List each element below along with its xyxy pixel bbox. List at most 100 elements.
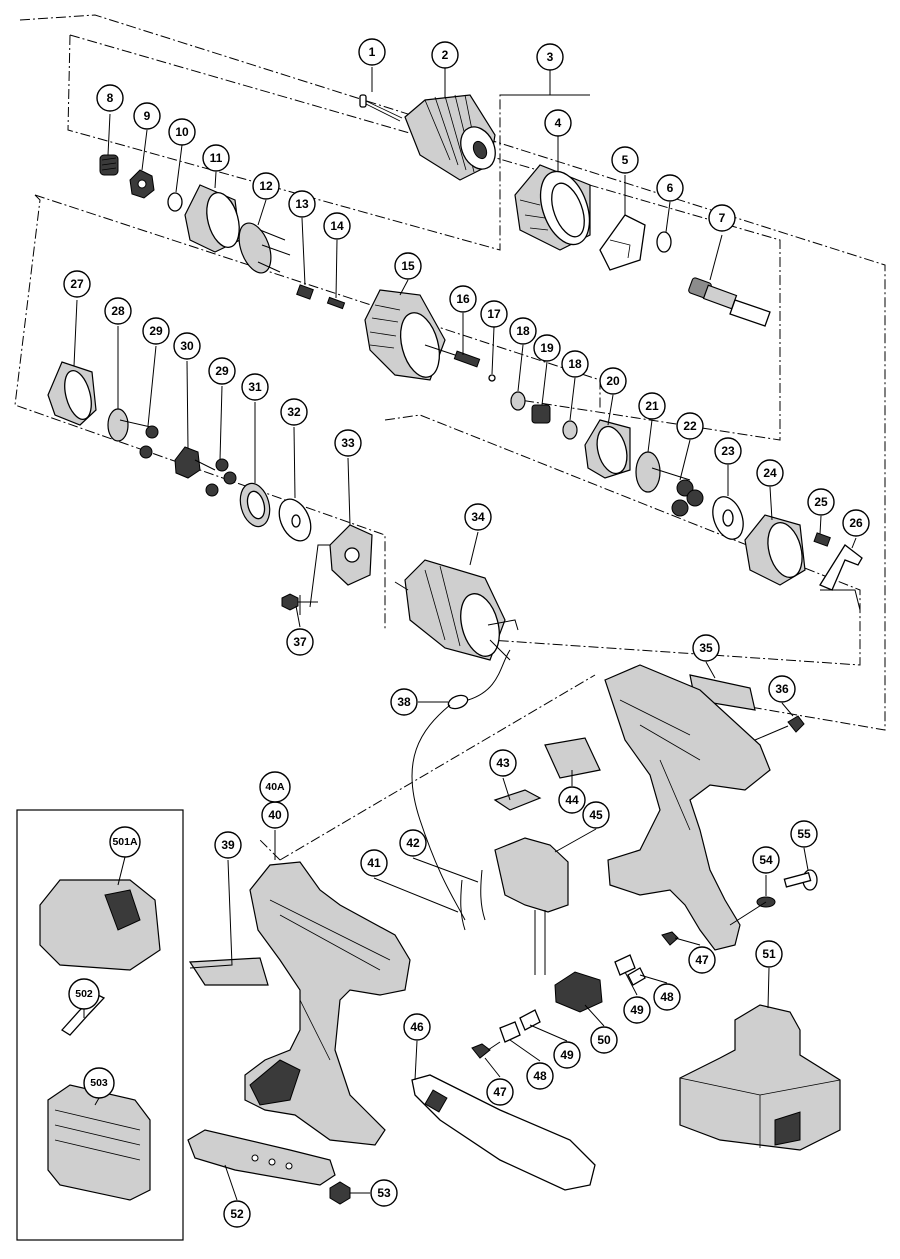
part-13-block	[296, 284, 314, 300]
callout-2: 2	[431, 41, 459, 69]
callout-503: 503	[83, 1067, 115, 1099]
callout-number: 42	[406, 836, 420, 850]
callout-circle	[63, 270, 91, 298]
callout-15: 15	[394, 252, 422, 280]
part-12-carrier	[238, 222, 291, 274]
part-17-ball	[488, 374, 496, 382]
callout-number: 36	[775, 682, 789, 696]
callout-circle	[288, 190, 316, 218]
callout-49: 49	[553, 1041, 581, 1069]
callout-number: 50	[597, 1033, 611, 1047]
part-48-terminal-a	[627, 967, 646, 986]
part-14-spring	[326, 296, 346, 310]
callout-21: 21	[638, 392, 666, 420]
callout-20: 20	[599, 367, 627, 395]
callout-circle	[489, 749, 517, 777]
callout-number: 28	[111, 304, 125, 318]
callout-number: 18	[568, 357, 582, 371]
callout-9: 9	[133, 102, 161, 130]
callout-50: 50	[590, 1026, 618, 1054]
callout-circle	[390, 688, 418, 716]
callout-4: 4	[544, 109, 572, 137]
callout-40: 40	[261, 801, 289, 829]
callout-40A: 40A	[259, 771, 291, 803]
callout-number: 11	[210, 151, 223, 165]
callout-number: 40A	[265, 781, 285, 793]
leader-lines	[73, 67, 857, 1201]
callout-19: 19	[533, 334, 561, 362]
part-26-clip	[819, 544, 863, 591]
callout-number: 48	[660, 990, 674, 1004]
callout-number: 7	[719, 211, 726, 225]
callout-43: 43	[489, 749, 517, 777]
callout-502: 502	[68, 978, 100, 1010]
callout-number: 3	[547, 50, 554, 64]
callout-7: 7	[708, 204, 736, 232]
callout-number: 37	[293, 635, 307, 649]
callout-5: 5	[611, 146, 639, 174]
callout-circle	[582, 801, 610, 829]
callout-circle	[464, 503, 492, 531]
callout-number: 22	[683, 419, 697, 433]
callout-circle	[208, 357, 236, 385]
callout-circle	[509, 317, 537, 345]
callout-37: 37	[286, 628, 314, 656]
callout-number: 13	[295, 197, 309, 211]
part-50-terminal-block	[554, 971, 603, 1013]
callout-number: 19	[540, 341, 554, 355]
part-19-spring	[531, 404, 551, 424]
part-25-screw	[813, 532, 831, 547]
callout-28: 28	[104, 297, 132, 325]
callout-1: 1	[358, 38, 386, 66]
callout-number: 501A	[112, 836, 138, 848]
callout-circle	[431, 41, 459, 69]
part-9-gear	[129, 169, 155, 199]
callout-14: 14	[323, 212, 351, 240]
callout-circle	[323, 212, 351, 240]
callout-22: 22	[676, 412, 704, 440]
callout-circle	[790, 820, 818, 848]
part-52-belt-hook	[187, 1129, 336, 1186]
callout-number: 26	[849, 516, 863, 530]
callout-circle	[756, 459, 784, 487]
callout-number: 10	[175, 125, 189, 139]
part-42-wire	[480, 869, 486, 921]
callout-circle	[656, 174, 684, 202]
part-6-washer	[656, 231, 672, 253]
part-29-planet-gears-a	[139, 425, 159, 459]
callout-circle	[842, 509, 870, 537]
callout-33: 33	[334, 429, 362, 457]
callout-number: 14	[330, 219, 344, 233]
part-45-switch	[494, 837, 569, 975]
part-53-nut	[329, 1181, 351, 1205]
callout-32: 32	[280, 398, 308, 426]
part-44-cover	[544, 737, 601, 779]
part-36-screw	[754, 715, 805, 741]
part-48-terminal-b	[499, 1021, 521, 1043]
part-501A-charger	[39, 879, 161, 971]
part-16-spring	[453, 350, 481, 368]
callout-circle	[752, 846, 780, 874]
part-49-terminal-b	[519, 1009, 541, 1031]
callout-circle	[133, 102, 161, 130]
callout-number: 17	[487, 307, 501, 321]
callout-29: 29	[208, 357, 236, 385]
callout-39: 39	[214, 831, 242, 859]
callout-circle	[370, 1179, 398, 1207]
part-39-label	[188, 957, 269, 986]
callout-number: 23	[721, 444, 735, 458]
callout-circle	[526, 1062, 554, 1090]
callout-circle	[486, 1078, 514, 1106]
callout-number: 503	[90, 1077, 108, 1089]
callout-25: 25	[807, 488, 835, 516]
callout-54: 54	[752, 846, 780, 874]
callout-circle	[109, 826, 141, 858]
callout-circle	[360, 849, 388, 877]
part-503-case	[47, 1084, 151, 1201]
callout-circle	[623, 996, 651, 1024]
callout-circle	[280, 398, 308, 426]
callout-circle	[394, 252, 422, 280]
callout-12: 12	[252, 172, 280, 200]
callout-6: 6	[656, 174, 684, 202]
callout-47: 47	[688, 946, 716, 974]
